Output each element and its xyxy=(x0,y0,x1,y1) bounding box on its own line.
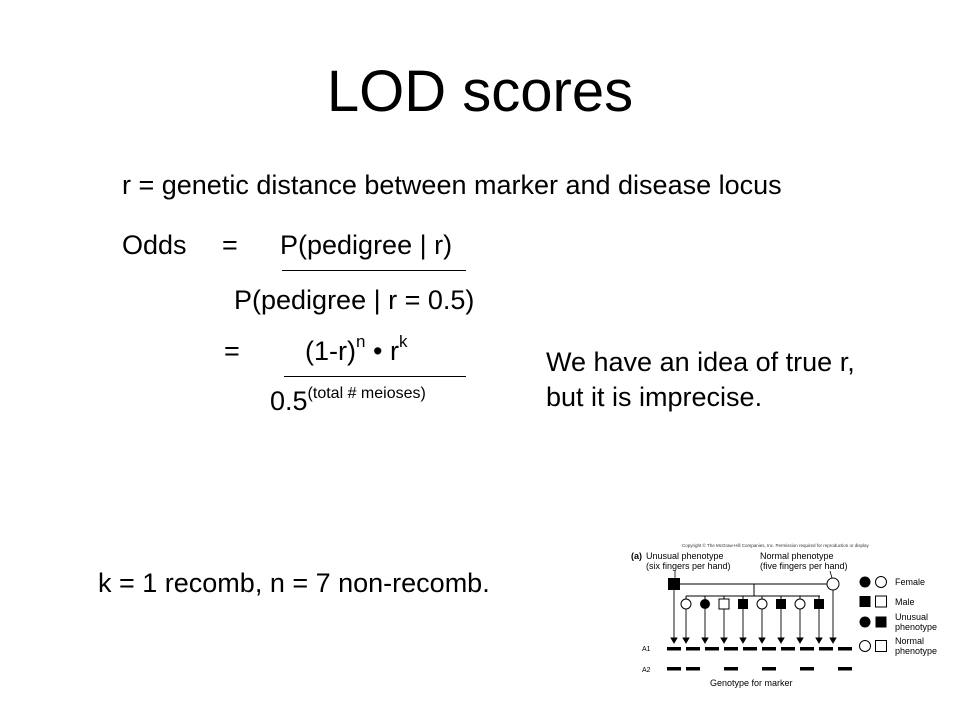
note-line-1: We have an idea of true r, xyxy=(546,347,855,377)
legend-female-filled-icon xyxy=(859,576,871,588)
legend-normal-label-1: Normal xyxy=(895,636,924,646)
child-1-symbol xyxy=(680,598,692,610)
normal-phenotype-title: Normal phenotype xyxy=(760,551,834,561)
legend-normal-label-2: phenotype xyxy=(895,646,937,656)
legend-unusual-label-1: Unusual xyxy=(895,612,928,622)
unusual-phenotype-sub: (six fingers per hand) xyxy=(646,561,731,571)
child-3-symbol xyxy=(718,598,730,610)
denominator-2-base: 0.5 xyxy=(270,386,308,416)
numerator-2-r: r xyxy=(389,336,399,366)
equals-sign-1: = xyxy=(222,230,238,260)
numerator-2-exp-n: n xyxy=(355,332,366,351)
legend-male-filled-icon xyxy=(859,596,871,607)
figure-copyright: Copyright © The McGraw-Hill Companies, I… xyxy=(682,542,870,548)
note-line-2: but it is imprecise. xyxy=(546,382,763,412)
genotype-caption: Genotype for marker xyxy=(710,678,793,688)
normal-phenotype-sub: (five fingers per hand) xyxy=(760,561,848,571)
genotype-arrows xyxy=(670,590,837,644)
numerator-1: P(pedigree | r) xyxy=(280,230,453,260)
fraction-bar-2 xyxy=(284,376,466,377)
allele-a2-bands xyxy=(667,667,852,671)
equals-sign-2: = xyxy=(224,336,240,366)
dot-operator: • xyxy=(372,336,383,366)
note-text: We have an idea of true r, but it is imp… xyxy=(546,345,855,415)
legend-male-label: Male xyxy=(895,597,915,607)
unusual-phenotype-title: Unusual phenotype xyxy=(646,551,724,561)
pointer-normal xyxy=(829,570,833,579)
denominator-2: 0.5(total # meioses) xyxy=(270,385,426,417)
mother-symbol xyxy=(826,577,840,591)
legend-unusual-label-2: phenotype xyxy=(895,622,937,632)
child-7-symbol xyxy=(794,598,806,610)
legend-normal-female-icon xyxy=(859,640,871,652)
legend-normal-male-icon xyxy=(875,640,887,652)
legend-male-open-icon xyxy=(875,595,887,608)
denominator-1: P(pedigree | r = 0.5) xyxy=(234,285,475,315)
allele-a2-label: A2 xyxy=(642,667,651,674)
recomb-counts: k = 1 recomb, n = 7 non-recomb. xyxy=(98,568,490,598)
legend-female-open-icon xyxy=(875,576,887,588)
odds-label: Odds xyxy=(122,230,187,260)
child-8-symbol xyxy=(814,599,824,609)
child-5-symbol xyxy=(756,598,768,610)
child-drop-lines xyxy=(685,596,820,599)
legend-female-label: Female xyxy=(895,577,925,587)
denominator-2-exp: (total # meioses) xyxy=(307,385,426,402)
pedigree-figure: Copyright © The McGraw-Hill Companies, I… xyxy=(631,542,937,688)
slide-title: LOD scores xyxy=(326,59,634,124)
allele-a1-bands xyxy=(667,647,852,651)
legend-unusual-male-icon xyxy=(875,616,887,628)
definition-text: r = genetic distance between marker and … xyxy=(122,170,782,200)
father-symbol xyxy=(668,578,680,590)
numerator-2-base: (1-r) xyxy=(305,336,356,366)
child-6-symbol xyxy=(776,599,786,609)
numerator-2: (1-r)n • rk xyxy=(305,332,407,367)
child-2-symbol xyxy=(700,599,710,609)
figure-panel-label: (a) xyxy=(631,551,642,561)
fraction-bar-1 xyxy=(282,270,466,271)
legend-unusual-female-icon xyxy=(859,616,871,628)
child-4-symbol xyxy=(738,599,748,609)
numerator-2-exp-k: k xyxy=(398,332,408,351)
allele-a1-label: A1 xyxy=(642,646,651,653)
